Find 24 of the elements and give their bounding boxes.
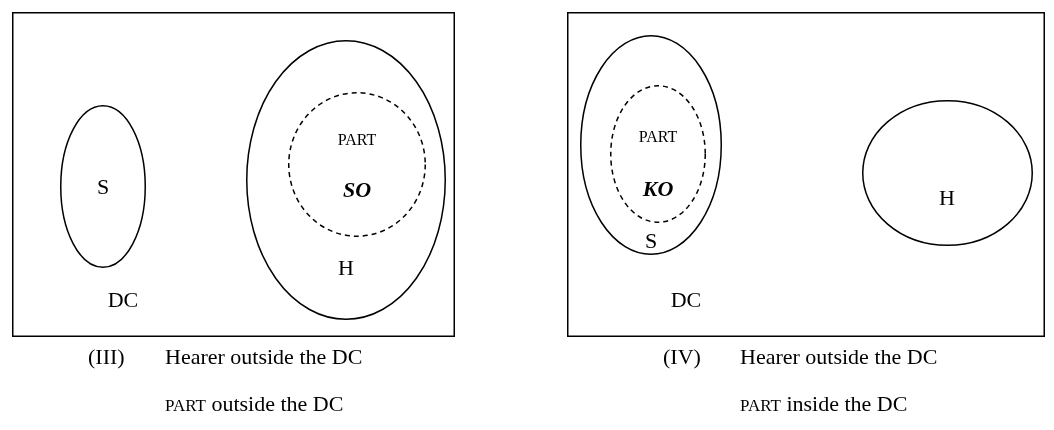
region-label: DC	[670, 289, 702, 311]
region-label: H	[939, 187, 955, 209]
region-label: SO	[342, 179, 372, 201]
caption-text: (III)	[88, 346, 125, 368]
region-label: DC	[107, 289, 139, 311]
region-label: PART	[337, 132, 377, 148]
region-label: S	[644, 230, 658, 252]
diagram-panel	[12, 12, 455, 337]
circle-region	[862, 100, 1033, 246]
caption-text: PART outside the DC	[165, 393, 344, 415]
dashed-circle-region	[288, 92, 426, 237]
ellipse-region	[60, 105, 146, 268]
region-label: PART	[638, 129, 678, 145]
ellipse-region	[580, 35, 722, 255]
caption-text: Hearer outside the DC	[165, 346, 363, 368]
dashed-circle-region	[610, 85, 706, 223]
diagram-panel	[567, 12, 1045, 337]
caption-text: (IV)	[663, 346, 701, 368]
caption-text: PART inside the DC	[740, 393, 908, 415]
caption-text: Hearer outside the DC	[740, 346, 938, 368]
region-label: H	[338, 257, 354, 279]
region-label: S	[96, 176, 110, 198]
circle-region	[246, 40, 446, 320]
region-label: KO	[642, 178, 674, 200]
